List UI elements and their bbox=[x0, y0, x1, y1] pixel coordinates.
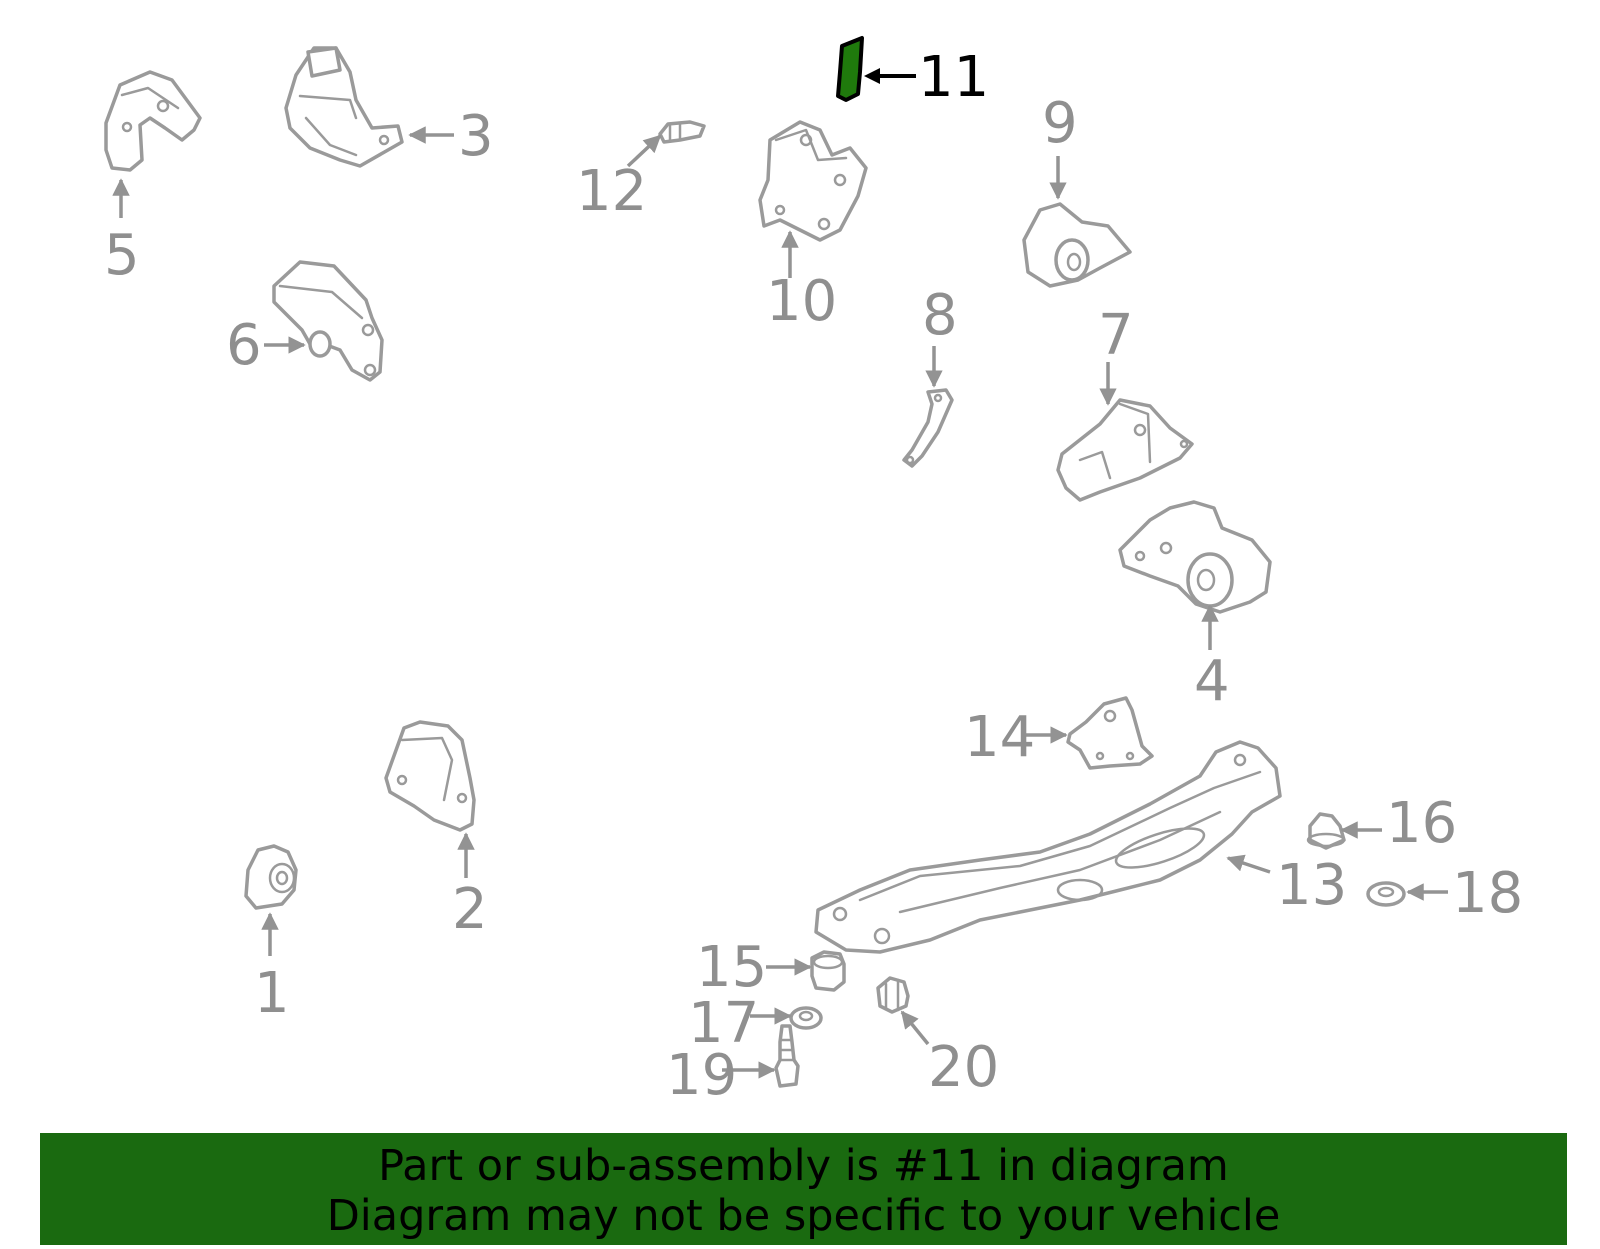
part-15-nut bbox=[810, 950, 846, 992]
callout-6: 6 bbox=[226, 313, 262, 378]
banner-line-part: Part or sub-assembly is #11 in diagram bbox=[378, 1141, 1229, 1191]
callout-11: 11 bbox=[918, 45, 989, 110]
part-10-bracket bbox=[758, 120, 868, 242]
callout-16: 16 bbox=[1386, 791, 1457, 856]
part-7-mount bbox=[1056, 398, 1194, 502]
part-4-mount bbox=[1118, 500, 1272, 614]
part-17-washer bbox=[789, 1006, 823, 1030]
part-14-bracket bbox=[1066, 696, 1154, 770]
callout-1: 1 bbox=[254, 961, 290, 1026]
callout-7: 7 bbox=[1098, 303, 1134, 368]
part-3-engine-mount bbox=[284, 46, 404, 168]
banner-line-disclaimer: Diagram may not be specific to your vehi… bbox=[326, 1191, 1281, 1241]
callout-12: 12 bbox=[576, 159, 647, 224]
parts-diagram: 5 3 12 11 10 9 bbox=[104, 36, 1523, 1108]
part-19-bolt bbox=[774, 1024, 800, 1088]
part-11-highlighted bbox=[836, 36, 864, 102]
part-13-crossmember bbox=[814, 740, 1282, 954]
info-banner: Part or sub-assembly is #11 in diagram D… bbox=[40, 1133, 1567, 1245]
part-2-bracket bbox=[384, 720, 476, 832]
part-12-clip bbox=[658, 120, 706, 144]
callout-2: 2 bbox=[452, 877, 488, 942]
part-9-mount bbox=[1022, 202, 1132, 288]
part-18-washer bbox=[1366, 881, 1406, 907]
part-1-bushing bbox=[244, 844, 298, 910]
callout-15: 15 bbox=[696, 935, 767, 1000]
callout-13: 13 bbox=[1276, 853, 1347, 918]
part-20-nut bbox=[876, 976, 910, 1014]
callout-14: 14 bbox=[964, 705, 1035, 770]
part-8-rod bbox=[902, 388, 954, 468]
callout-19: 19 bbox=[666, 1043, 737, 1108]
callout-8: 8 bbox=[922, 283, 958, 348]
callout-5: 5 bbox=[104, 223, 140, 288]
part-6-mount bbox=[272, 260, 384, 382]
callout-4: 4 bbox=[1194, 649, 1230, 714]
part-16-nut bbox=[1306, 812, 1346, 850]
callout-18: 18 bbox=[1452, 861, 1523, 926]
callout-10: 10 bbox=[766, 269, 837, 334]
callout-9: 9 bbox=[1042, 91, 1078, 156]
part-5-bracket bbox=[104, 70, 202, 172]
callout-3: 3 bbox=[458, 104, 494, 169]
callout-20: 20 bbox=[928, 1035, 999, 1100]
callout-17: 17 bbox=[688, 991, 759, 1056]
